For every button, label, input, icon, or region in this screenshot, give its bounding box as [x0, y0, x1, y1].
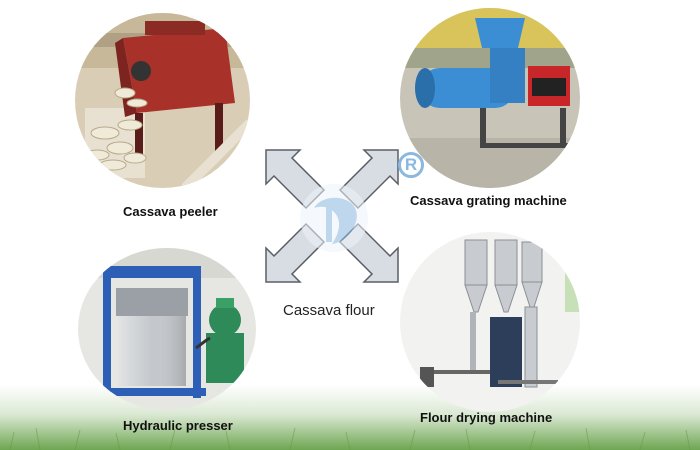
- caption-cassava-grating-machine: Cassava grating machine: [410, 193, 567, 208]
- caption-cassava-peeler: Cassava peeler: [123, 204, 218, 219]
- cross-arrows-icon: [265, 149, 399, 283]
- hydraulic-presser-photo: [78, 248, 256, 410]
- company-logo-icon: [300, 184, 368, 252]
- flour-drying-machine-photo: [400, 232, 580, 412]
- cassava-grating-machine-photo: [400, 8, 580, 188]
- cassava-peeler-photo: [75, 13, 250, 188]
- registered-trademark-icon: R: [398, 152, 424, 178]
- caption-hydraulic-presser: Hydraulic presser: [123, 418, 233, 433]
- caption-cassava-flour: Cassava flour: [283, 302, 375, 319]
- caption-flour-drying-machine: Flour drying machine: [420, 410, 553, 425]
